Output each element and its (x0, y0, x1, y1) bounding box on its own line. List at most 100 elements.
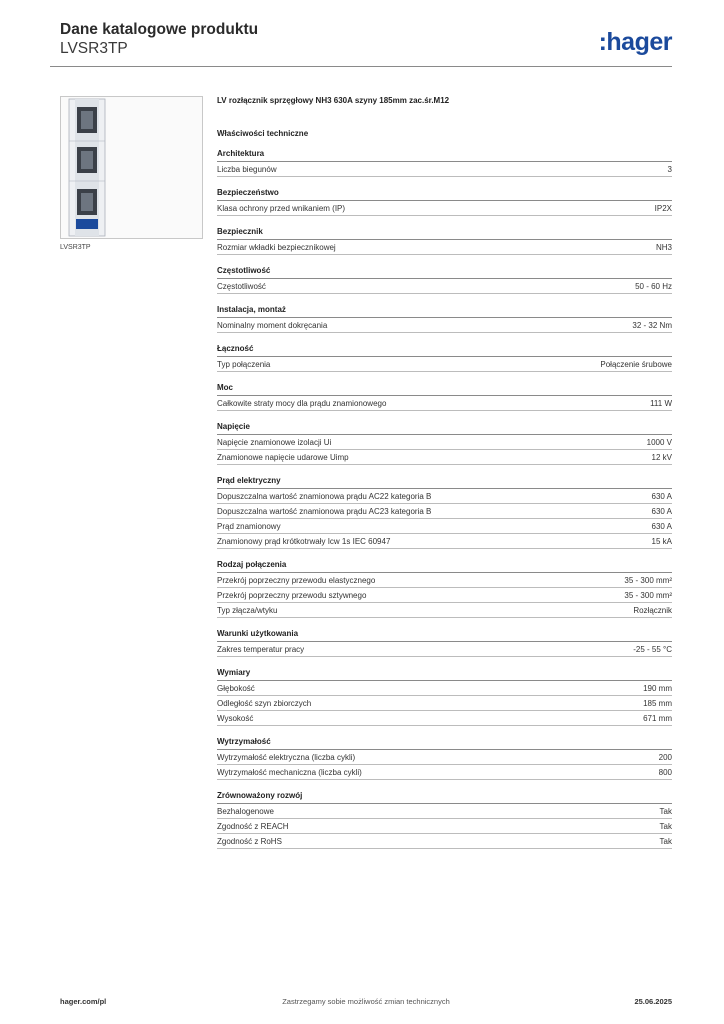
spec-row: Głębokość 190 mm (217, 681, 672, 696)
spec-label: Wytrzymałość elektryczna (liczba cykli) (217, 752, 356, 762)
image-caption: LVSR3TP (60, 244, 91, 251)
spec-label: Całkowite straty mocy dla prądu znamiono… (217, 398, 387, 408)
spec-row: Napięcie znamionowe izolacji Ui 1000 V (217, 435, 672, 450)
spec-group-title: Prąd elektryczny (217, 476, 672, 489)
spec-label: Odległość szyn zbiorczych (217, 698, 312, 708)
spec-value: 190 mm (643, 683, 672, 693)
spec-row: Rozmiar wkładki bezpiecznikowej NH3 (217, 240, 672, 255)
spec-label: Znamionowe napięcie udarowe Uimp (217, 452, 349, 462)
spec-label: Zakres temperatur pracy (217, 644, 305, 654)
footer-disclaimer: Zastrzegamy sobie możliwość zmian techni… (282, 997, 450, 1006)
spec-row: Całkowite straty mocy dla prądu znamiono… (217, 396, 672, 411)
spec-row: Wytrzymałość elektryczna (liczba cykli) 2… (217, 750, 672, 765)
spec-value: 671 mm (643, 713, 672, 723)
spec-group-title: Łączność (217, 344, 672, 357)
spec-value: Tak (659, 821, 672, 831)
spec-label: Typ złącza/wtyku (217, 605, 278, 615)
spec-value: IP2X (654, 203, 672, 213)
spec-value: Połączenie śrubowe (600, 359, 672, 369)
spec-row: Zgodność z RoHS Tak (217, 834, 672, 849)
spec-value: 800 (658, 767, 672, 777)
spec-group-title: Architektura (217, 149, 672, 162)
spec-group-title: Bezpiecznik (217, 227, 672, 240)
spec-group-title: Bezpieczeństwo (217, 188, 672, 201)
product-description: LV rozłącznik sprzęgłowy NH3 630A szyny … (217, 96, 450, 105)
header-divider (50, 66, 672, 67)
spec-group-title: Wymiary (217, 668, 672, 681)
spec-value: 1000 V (646, 437, 672, 447)
footer-website: hager.com/pl (60, 997, 107, 1006)
logo-text: hager (606, 28, 672, 56)
spec-label: Prąd znamionowy (217, 521, 281, 531)
product-image (60, 96, 203, 239)
spec-group-title: Napięcie (217, 422, 672, 435)
spec-label: Nominalny moment dokręcania (217, 320, 328, 330)
spec-label: Wytrzymałość mechaniczna (liczba cykli) (217, 767, 362, 777)
spec-row: Przekrój poprzeczny przewodu elastyczneg… (217, 573, 672, 588)
spec-value: 200 (658, 752, 672, 762)
product-code: LVSR3TP (60, 40, 128, 57)
spec-value: 630 A (651, 506, 672, 516)
spec-value: 15 kA (651, 536, 672, 546)
spec-value: Tak (659, 836, 672, 846)
spec-group-title: Zrównoważony rozwój (217, 791, 672, 804)
hager-logo: :hager (598, 28, 673, 56)
spec-row: Wytrzymałość mechaniczna (liczba cykli) 8… (217, 765, 672, 780)
spec-label: Liczba biegunów (217, 164, 277, 174)
spec-label: Napięcie znamionowe izolacji Ui (217, 437, 332, 447)
spec-row: Zgodność z REACH Tak (217, 819, 672, 834)
section-title: Właściwości techniczne (217, 129, 309, 138)
spec-value: 35 - 300 mm² (624, 575, 672, 585)
spec-group-title: Warunki użytkowania (217, 629, 672, 642)
spec-label: Znamionowy prąd krótkotrwały Icw 1s IEC … (217, 536, 391, 546)
spec-label: Przekrój poprzeczny przewodu sztywnego (217, 590, 367, 600)
page-header: Dane katalogowe produktu LVSR3TP :hager (60, 20, 672, 58)
spec-label: Głębokość (217, 683, 255, 693)
spec-content: LV rozłącznik sprzęgłowy NH3 630A szyny … (217, 96, 672, 849)
spec-label: Dopuszczalna wartość znamionowa prądu AC… (217, 506, 432, 516)
spec-group-title: Częstotliwość (217, 266, 672, 279)
switch-disconnector-illustration (68, 98, 106, 237)
spec-label: Rozmiar wkładki bezpiecznikowej (217, 242, 336, 252)
spec-label: Wysokość (217, 713, 254, 723)
spec-value: Tak (659, 806, 672, 816)
spec-label: Typ połączenia (217, 359, 271, 369)
spec-value: 32 - 32 Nm (632, 320, 672, 330)
spec-label: Zgodność z REACH (217, 821, 289, 831)
spec-value: 630 A (651, 521, 672, 531)
spec-row: Nominalny moment dokręcania 32 - 32 Nm (217, 318, 672, 333)
spec-value: NH3 (655, 242, 672, 252)
spec-row: Znamionowy prąd krótkotrwały Icw 1s IEC … (217, 534, 672, 549)
logo-dots-icon: : (598, 28, 607, 56)
spec-row: Typ połączenia Połączenie śrubowe (217, 357, 672, 372)
spec-value: 111 W (650, 398, 672, 408)
spec-label: Przekrój poprzeczny przewodu elastyczneg… (217, 575, 376, 585)
spec-value: 630 A (651, 491, 672, 501)
spec-row: Dopuszczalna wartość znamionowa prądu AC… (217, 489, 672, 504)
spec-label: Klasa ochrony przed wnikaniem (IP) (217, 203, 346, 213)
spec-row: Zakres temperatur pracy-25 - 55 °C (217, 642, 672, 657)
spec-group-title: Instalacja, montaż (217, 305, 672, 318)
spec-label: Dopuszczalna wartość znamionowa prądu AC… (217, 491, 432, 501)
spec-label: Zgodność z RoHS (217, 836, 282, 846)
spec-row: Prąd znamionowy 630 A (217, 519, 672, 534)
spec-group-title: Wytrzymałość (217, 737, 672, 750)
